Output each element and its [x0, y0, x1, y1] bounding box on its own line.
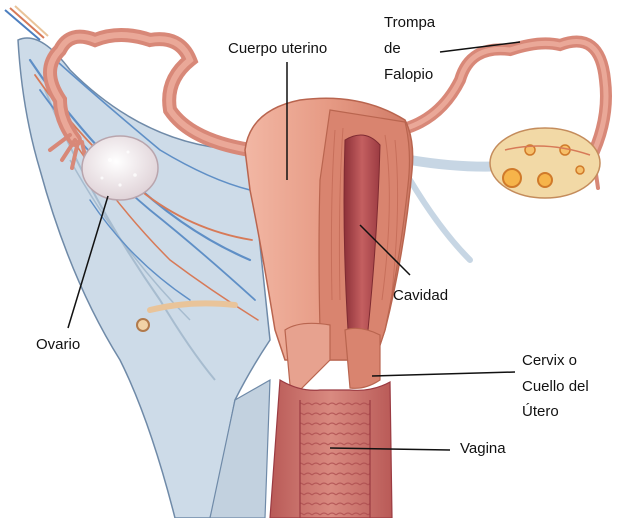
label-vagina: Vagina — [460, 438, 506, 459]
label-cuerpo-uterino: Cuerpo uterino — [228, 38, 327, 59]
label-trompa-line1: Trompa — [384, 12, 435, 33]
label-cavidad: Cavidad — [393, 285, 448, 306]
label-trompa-line2: de — [384, 38, 401, 59]
right-ovary — [490, 128, 600, 198]
cervix — [285, 323, 330, 390]
leader-cervix — [372, 372, 515, 376]
label-trompa-line3: Falopio — [384, 64, 433, 85]
ureter-section — [137, 319, 149, 331]
label-cervix-line2: Cuello del — [522, 376, 589, 397]
left-ovary — [82, 136, 158, 200]
label-ovario: Ovario — [36, 334, 80, 355]
label-cervix-line3: Útero — [522, 401, 559, 422]
label-cervix-line1: Cervix o — [522, 350, 577, 371]
